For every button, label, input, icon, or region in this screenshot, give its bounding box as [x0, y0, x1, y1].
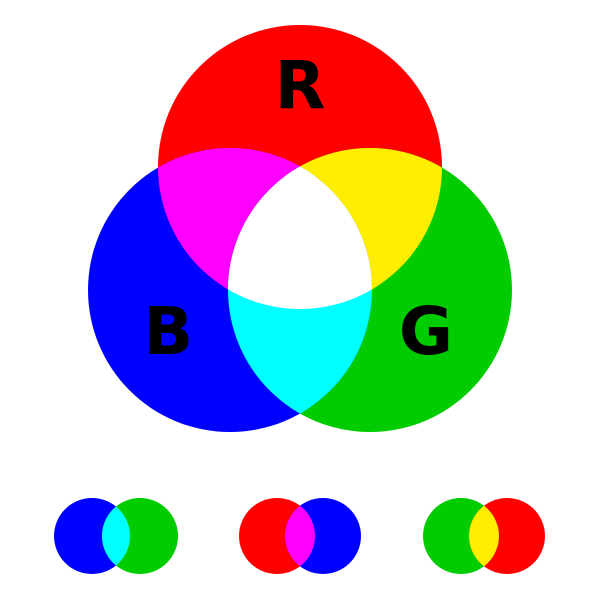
main-venn: R B G [88, 25, 512, 432]
white-center-overlap [228, 148, 372, 309]
pair-green-red [423, 498, 545, 574]
label-blue: B [143, 293, 193, 370]
label-green: G [399, 293, 453, 370]
pair-magenta-overlap [285, 498, 315, 574]
pair-cyan-overlap [102, 498, 130, 574]
pair-red-blue [239, 498, 361, 574]
pair-yellow-overlap [469, 498, 499, 574]
label-red: R [275, 47, 326, 124]
pair-blue-green [54, 498, 178, 574]
